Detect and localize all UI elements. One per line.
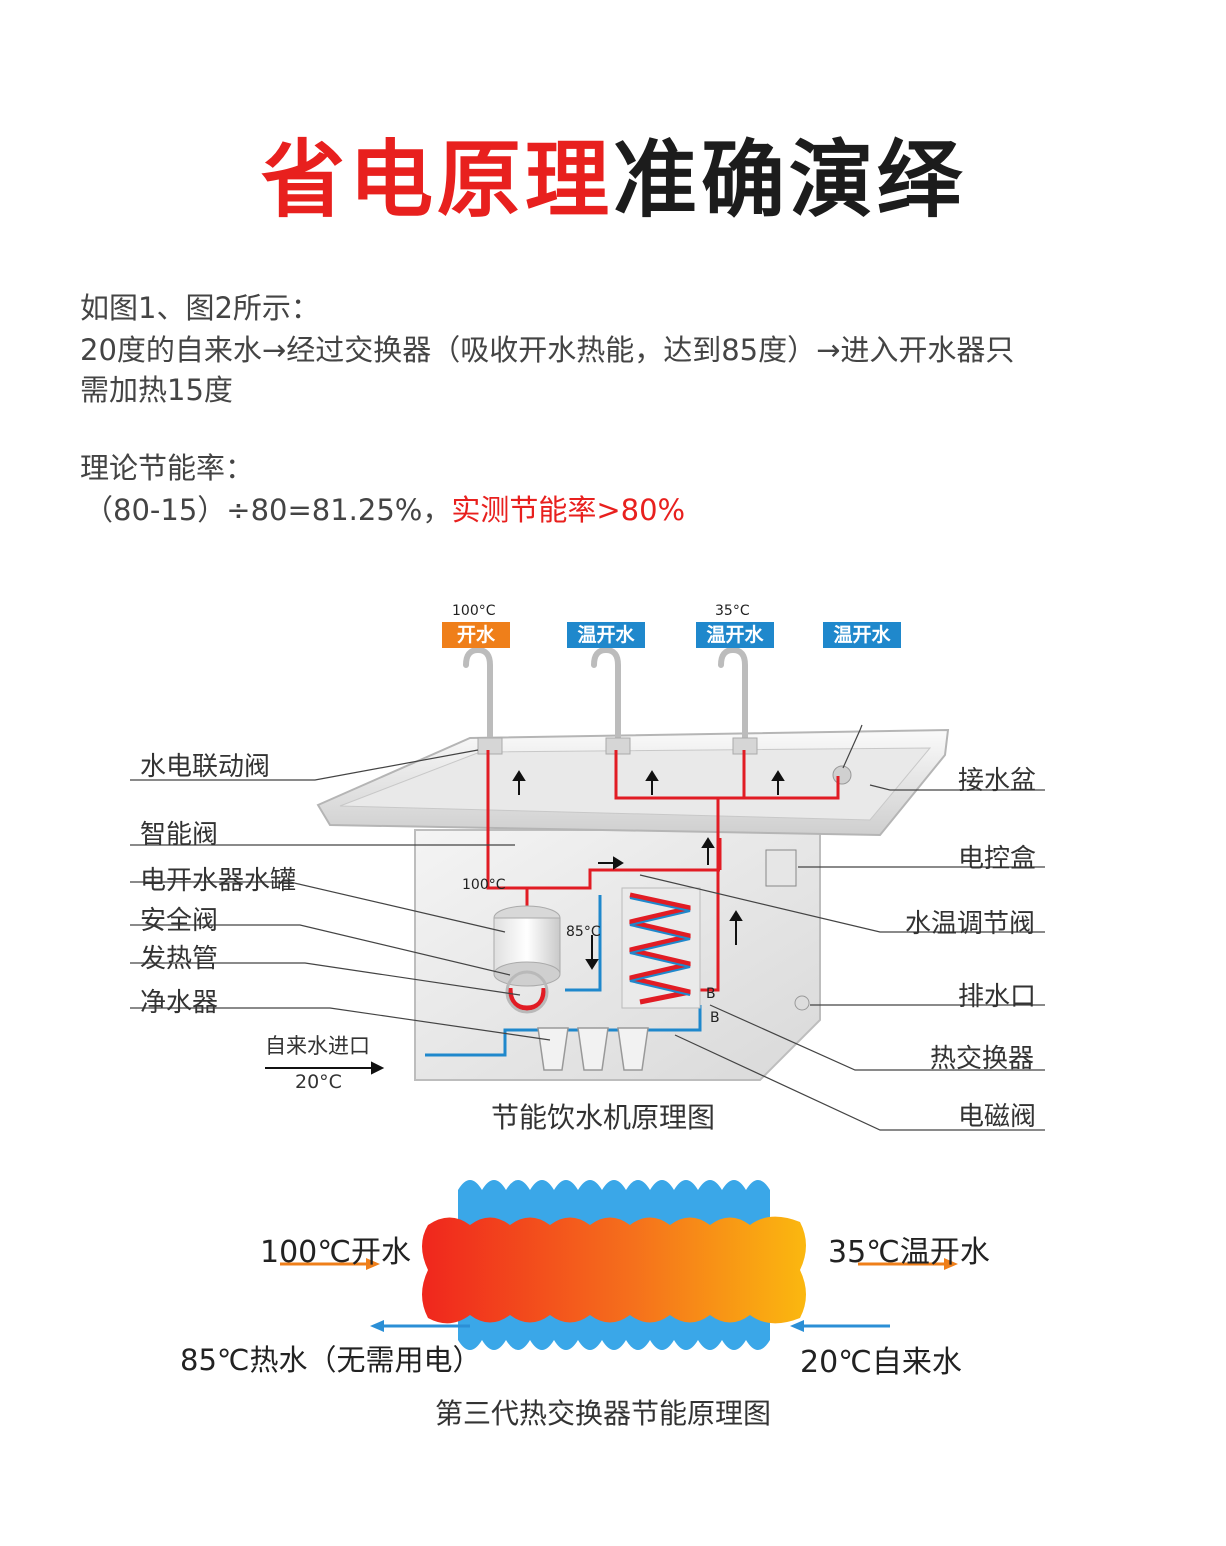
cold-channel-top <box>458 1180 770 1230</box>
label-solenoid-valve: 电磁阀 <box>958 1102 1037 1132</box>
label-heating-tube: 发热管 <box>140 944 219 974</box>
flow-arrows <box>280 1258 958 1332</box>
tap-tag-warm-3: 温开水 <box>823 622 901 648</box>
inlet-label: 自来水进口 <box>265 1034 370 1058</box>
page-title: 省电原理准确演绎 <box>0 130 1226 230</box>
hx-warm-out: 35℃温开水 <box>828 1235 990 1270</box>
label-heat-exchanger: 热交换器 <box>930 1044 1035 1074</box>
tap-1 <box>463 646 493 748</box>
label-water-purifier: 净水器 <box>140 988 219 1018</box>
heat-exchanger-diagram <box>280 1180 958 1350</box>
label-smart-valve: 智能阀 <box>140 820 219 850</box>
label-temp-valve: 水温调节阀 <box>905 909 1036 939</box>
inlet-temp: 20°C <box>295 1071 342 1093</box>
inner-temp-85: 85°C <box>566 924 601 940</box>
heating-tube <box>507 987 547 1011</box>
hx-hot-out: 85℃热水（无需用电） <box>180 1343 482 1377</box>
tap-tag-warm-2: 温开水 <box>696 622 774 648</box>
hx-hot-in: 100℃开水 <box>260 1235 411 1270</box>
label-control-box: 电控盒 <box>958 844 1037 874</box>
diagram1-caption: 节能饮水机原理图 <box>490 1101 715 1134</box>
intro-line-2: 20度的自来水→经过交换器（吸收开水热能，达到85度）→进入开水器只 <box>80 333 1015 367</box>
cabinet-body <box>414 829 821 1081</box>
diagram2-caption: 第三代热交换器节能原理图 <box>434 1397 771 1430</box>
water-filters <box>537 1027 649 1071</box>
label-linkage-valve: 水电联动阀 <box>140 752 271 782</box>
marker-b-2: B <box>710 1010 720 1026</box>
label-drain: 排水口 <box>958 982 1037 1012</box>
theory-measured: 实测节能率>80% <box>451 493 686 527</box>
intro-line-1: 如图1、图2所示： <box>80 291 320 325</box>
tap-temp-3: 35°C <box>715 603 750 619</box>
hot-channel <box>422 1216 806 1324</box>
marker-b-1: B <box>706 986 716 1002</box>
theory-heading: 理论节能率： <box>80 451 255 485</box>
inner-temp-100: 100°C <box>462 877 506 893</box>
label-drip-tray: 接水盆 <box>958 766 1037 796</box>
hx-cold-in: 20℃自来水 <box>800 1345 962 1380</box>
title-red: 省电原理 <box>260 131 613 229</box>
label-safety-valve: 安全阀 <box>140 906 219 936</box>
tap-2 <box>591 646 621 748</box>
theory-formula-line: （80-15）÷80=81.25%，实测节能率>80% <box>84 490 685 530</box>
intro-line-3: 需加热15度 <box>80 373 233 407</box>
tap-temp-1: 100°C <box>452 603 496 619</box>
title-dark: 准确演绎 <box>613 131 966 229</box>
tap-3 <box>718 646 748 748</box>
tap-tag-warm-1: 温开水 <box>567 622 645 648</box>
theory-formula: （80-15）÷80=81.25%， <box>84 493 452 527</box>
control-box <box>765 849 797 887</box>
water-dispenser-diagram <box>130 646 1045 1131</box>
label-boiler-tank: 电开水器水罐 <box>140 866 297 896</box>
tap-tag-boiling: 开水 <box>442 622 510 648</box>
